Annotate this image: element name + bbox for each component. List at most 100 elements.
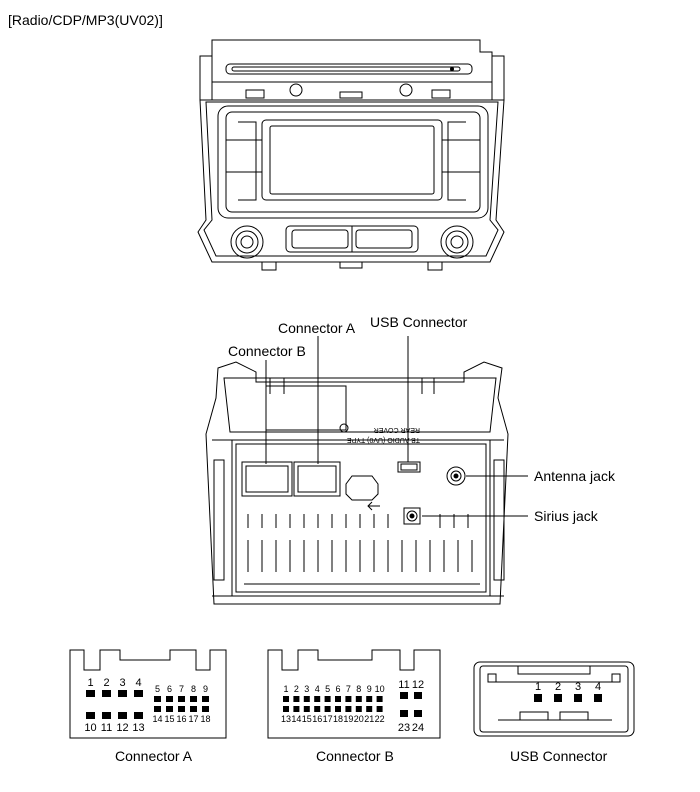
connector-a-pin-12 [118,712,127,719]
radio-rear-view [205,361,509,605]
rear-cover-text-2: REAR COVER [374,426,420,433]
usb-pin-2-label: 2 [555,681,561,693]
connector-a-pin-13 [134,712,143,719]
connector-b-pin-11-label: 11 [398,679,409,691]
connector-a-pin-16-label: 16 [176,714,186,724]
connector-b-pin-18 [335,706,341,712]
connector-a-pin-2-label: 2 [103,677,109,689]
usb-pin-1-label: 1 [535,681,541,693]
usb-pin-3 [574,694,582,702]
connector-b-pin-10 [376,696,383,702]
connector-b-pin-15-label: 15 [302,714,312,724]
connector-a-pin-4-label: 4 [135,677,141,689]
connector-a-pin-9 [202,696,209,702]
connector-b-pin-16 [314,706,321,712]
connector-a-pin-6-label: 6 [167,684,172,694]
label-connector-b: Connector B [228,343,306,359]
callout-leaders [265,336,528,517]
connector-b-pin-24-label: 24 [412,722,424,734]
connector-b-pin-22 [376,706,383,712]
connector-b-pin-14-label: 14 [291,714,301,724]
connector-a-pin-13-label: 13 [132,722,144,734]
connector-a-pin-3 [118,690,127,697]
connector-b-pin-4 [314,696,321,702]
connector-a-pin-15 [166,706,173,712]
connector-b-pin-1 [283,696,289,702]
connector-b-pin-19 [345,706,352,712]
connector-b-pin-24 [414,710,422,717]
connector-a-pin-7-label: 7 [179,684,184,694]
connector-a-pin-1-label: 1 [87,677,93,689]
connector-a-pin-8 [190,696,197,702]
connector-b-pin-3 [303,696,310,702]
connector-b-pin-14 [293,706,300,712]
caption-connector-b: Connector B [316,748,394,764]
connector-b-pin-18-label: 18 [333,714,343,724]
connector-a-pin-17 [190,706,197,712]
label-sirius-jack: Sirius jack [534,508,598,524]
radio-front-view [197,39,505,271]
connector-b-pin-3-label: 3 [304,684,309,694]
connector-b-pin-1-label: 1 [283,684,288,694]
connector-b-pin-17 [324,706,331,712]
connector-b-pin-7 [345,696,352,702]
connector-b-pin-13-label: 13 [281,714,291,724]
connector-a-pin-10 [86,712,95,719]
connector-b-pin-21-label: 21 [364,714,374,724]
connector-a-pin-2 [102,690,111,697]
connector-b-pin-6 [335,696,341,702]
connector-b-pin-23 [400,710,408,717]
usb-pin-2 [554,694,562,702]
connector-b-pin-4-label: 4 [315,684,320,694]
connector-b-pin-2 [293,696,300,702]
usb-pin-3-label: 3 [575,681,581,693]
usb-pin-4 [594,694,602,702]
caption-usb-connector: USB Connector [510,748,608,764]
connector-b-pin-17-label: 17 [323,714,333,724]
connector-b-pin-8 [355,696,362,702]
usb-pins: 1 2 3 4 [534,681,602,702]
usb-pin-4-label: 4 [595,681,601,693]
usb-connector-diagram [473,661,635,737]
connector-b-pin-11 [400,692,408,699]
connector-a-pin-10-label: 10 [84,722,96,734]
connector-b-pin-15 [303,706,310,712]
label-antenna-jack: Antenna jack [534,468,615,484]
connector-a-pin-11 [102,712,111,719]
connector-a-pin-8-label: 8 [191,684,196,694]
connector-b-pin-10-label: 10 [375,684,385,694]
connector-a-pin-1 [86,690,95,697]
label-usb-connector: USB Connector [370,314,468,330]
page-title: [Radio/CDP/MP3(UV02)] [8,12,163,28]
connector-b-pin-20 [355,706,362,712]
connector-b-pin-9-label: 9 [367,684,372,694]
connector-b-pin-2-label: 2 [294,684,299,694]
connector-a-pin-12-label: 12 [116,722,128,734]
connector-b-pin-13 [283,706,289,712]
connector-a-pin-14-label: 14 [152,714,162,724]
connector-b-pin-12 [414,692,422,699]
connector-a-pin-16 [178,706,185,712]
connector-a-pin-17-label: 17 [188,714,198,724]
connector-b-pin-5-label: 5 [325,684,330,694]
connector-a-pin-5-label: 5 [155,684,160,694]
connector-a-pin-3-label: 3 [119,677,125,689]
connector-b-pin-16-label: 16 [312,714,322,724]
connector-a-pin-7 [178,696,185,702]
connector-b-pin-23-label: 23 [398,722,410,734]
connector-b-pin-7-label: 7 [346,684,351,694]
connector-a-pin-9-label: 9 [203,684,208,694]
connector-b-pin-22-label: 22 [375,714,385,724]
connector-b-pin-8-label: 8 [356,684,361,694]
connector-b-pin-5 [324,696,331,702]
connector-a-diagram [69,649,227,739]
connector-b-pin-21 [366,706,373,712]
rear-cover-text-1: TB AUDIO (UV0) TYPE [347,436,420,443]
connector-a-pin-14 [154,706,161,712]
connector-a-pin-18-label: 18 [200,714,210,724]
connector-b-pin-12-label: 12 [412,679,424,691]
connector-a-pin-6 [166,696,173,702]
